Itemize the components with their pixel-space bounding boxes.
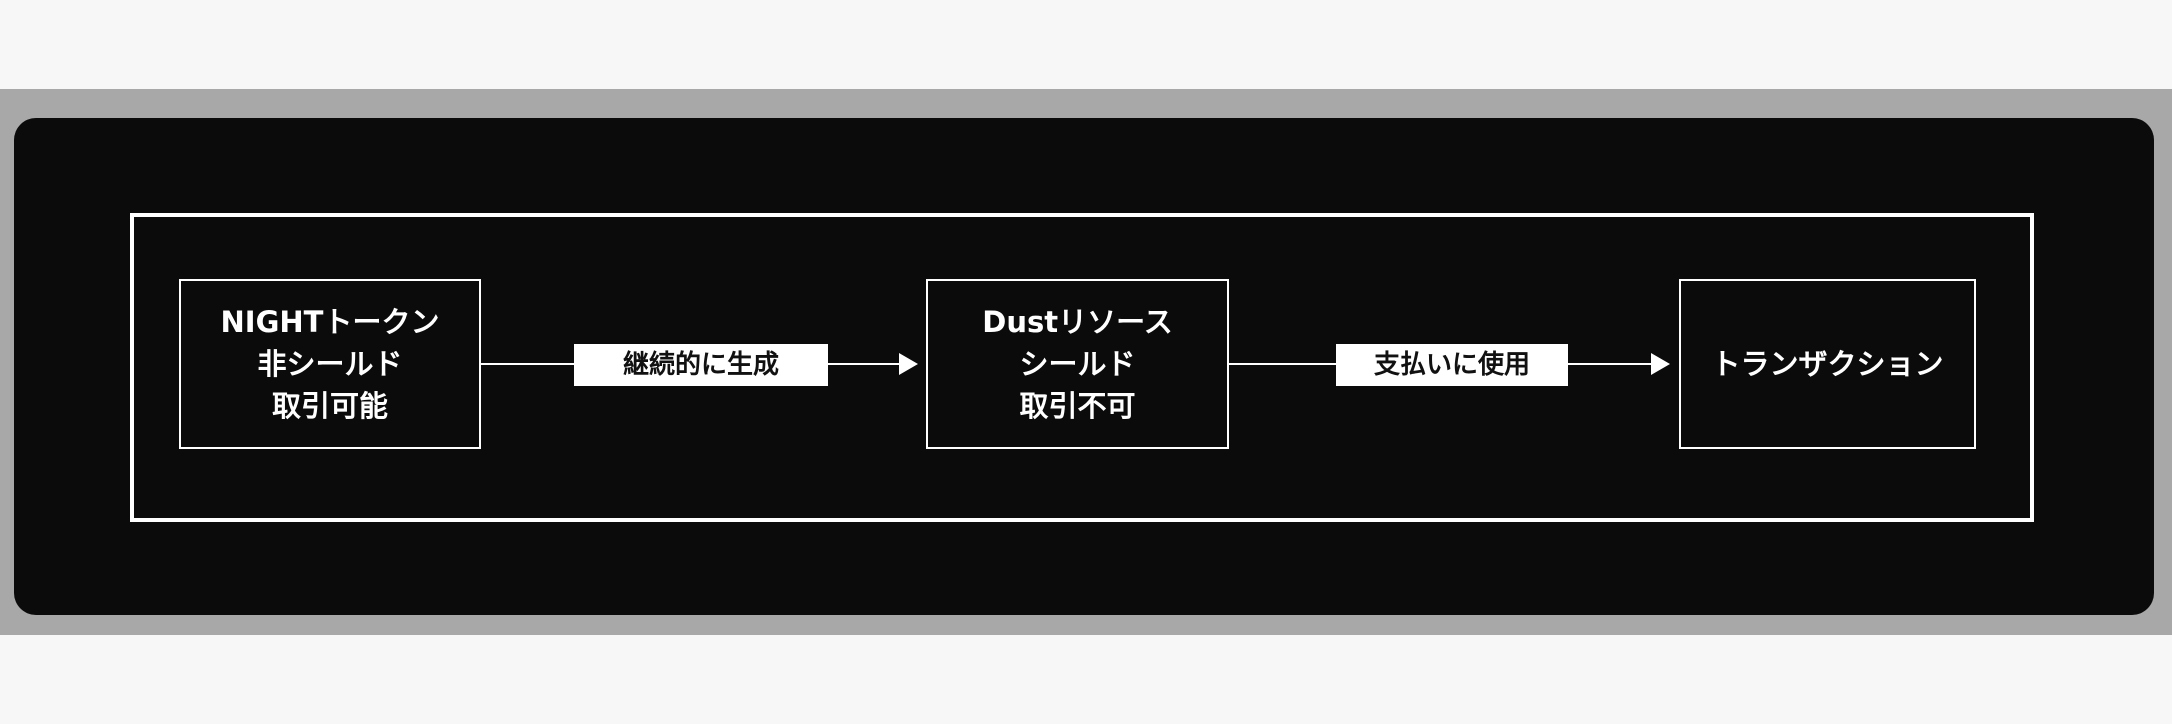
- node-night-line-1: NIGHTトークン: [220, 305, 440, 339]
- node-night-token: NIGHTトークン 非シールド 取引可能: [179, 279, 481, 449]
- node-transaction-line-1: トランザクション: [1711, 347, 1944, 381]
- node-transaction: トランザクション: [1679, 279, 1976, 449]
- arrowhead-night-to-dust: [899, 353, 918, 375]
- node-dust-resource: Dustリソース シールド 取引不可: [926, 279, 1229, 449]
- node-dust-line-2: シールド: [1019, 347, 1136, 381]
- node-night-line-3: 取引可能: [271, 389, 388, 423]
- node-dust-line-3: 取引不可: [1019, 389, 1136, 423]
- node-dust-line-1: Dustリソース: [982, 305, 1173, 339]
- diagram-panel: [14, 118, 2154, 615]
- edge-label-generate: 継続的に生成: [574, 344, 828, 386]
- arrowhead-dust-to-tx: [1651, 353, 1670, 375]
- edge-label-use-for-payment: 支払いに使用: [1336, 344, 1568, 386]
- diagram-frame: [130, 213, 2034, 522]
- node-night-line-2: 非シールド: [257, 347, 403, 381]
